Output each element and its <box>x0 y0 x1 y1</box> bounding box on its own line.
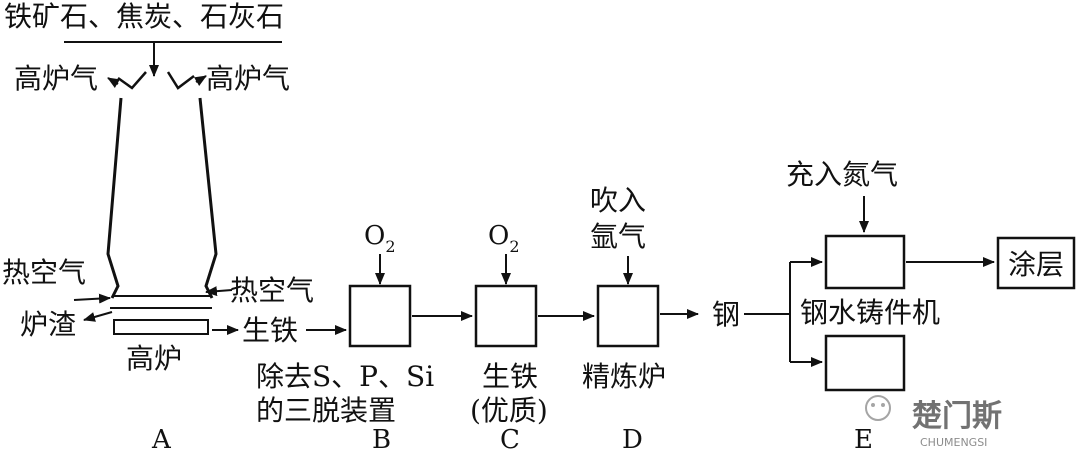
furnace-gas-right-label: 高炉气 <box>206 62 290 95</box>
letter-c: C <box>500 425 520 455</box>
watermark-sub: CHUMENGSI <box>920 436 987 449</box>
gas-arrow-right <box>193 75 207 86</box>
raw-materials-label: 铁矿石、焦炭、石灰石 <box>4 0 284 33</box>
coating-label: 涂层 <box>1008 248 1064 281</box>
c-desc-line2: (优质) <box>470 394 548 427</box>
steel-label: 钢 <box>712 298 740 331</box>
b-o2-label: O2 <box>364 221 396 256</box>
b-desc-line2: 的三脱装置 <box>256 394 396 427</box>
letter-b: B <box>372 425 391 455</box>
box-e-lower <box>824 334 906 392</box>
box-c <box>474 284 538 348</box>
furnace-left-wall <box>106 97 123 299</box>
e-name: 钢水铸件机 <box>800 296 940 329</box>
c-o2-label: O2 <box>488 221 520 256</box>
watermark-main: 楚门斯 <box>912 399 1002 434</box>
letter-a: A <box>151 425 172 455</box>
b-desc-line1: 除去S、P、Si <box>256 360 434 393</box>
coating-box <box>996 236 1076 290</box>
gas-arrow-left <box>107 77 121 88</box>
d-gas-line2: 氩气 <box>590 220 646 253</box>
hot-air-right-arrow <box>205 286 233 297</box>
box-d <box>596 284 660 348</box>
furnace-name: 高炉 <box>126 342 182 375</box>
watermark: 楚门斯 CHUMENGSI <box>865 395 1002 449</box>
furnace-gas-left-label: 高炉气 <box>14 62 98 95</box>
furnace-top-left-flap <box>117 71 147 90</box>
furnace-hearth <box>113 319 209 335</box>
hot-air-right-label: 热空气 <box>230 274 314 307</box>
hot-air-left-arrow <box>73 293 111 304</box>
slag-arrow <box>83 311 113 322</box>
hot-air-left-label: 热空气 <box>2 256 86 289</box>
slag-label: 炉渣 <box>20 308 76 341</box>
pig-iron-label: 生铁 <box>242 314 298 347</box>
furnace-top-right-flap <box>166 71 195 90</box>
watermark-icon <box>865 395 891 421</box>
furnace-right-wall <box>198 97 218 299</box>
e-gas-label: 充入氮气 <box>786 158 898 191</box>
box-b <box>348 284 412 348</box>
letter-d: D <box>622 425 643 455</box>
d-name: 精炼炉 <box>582 360 666 393</box>
letter-e: E <box>854 425 873 455</box>
c-desc-line1: 生铁 <box>482 360 538 393</box>
d-gas-line1: 吹入 <box>590 184 646 217</box>
box-e-upper <box>824 234 906 290</box>
